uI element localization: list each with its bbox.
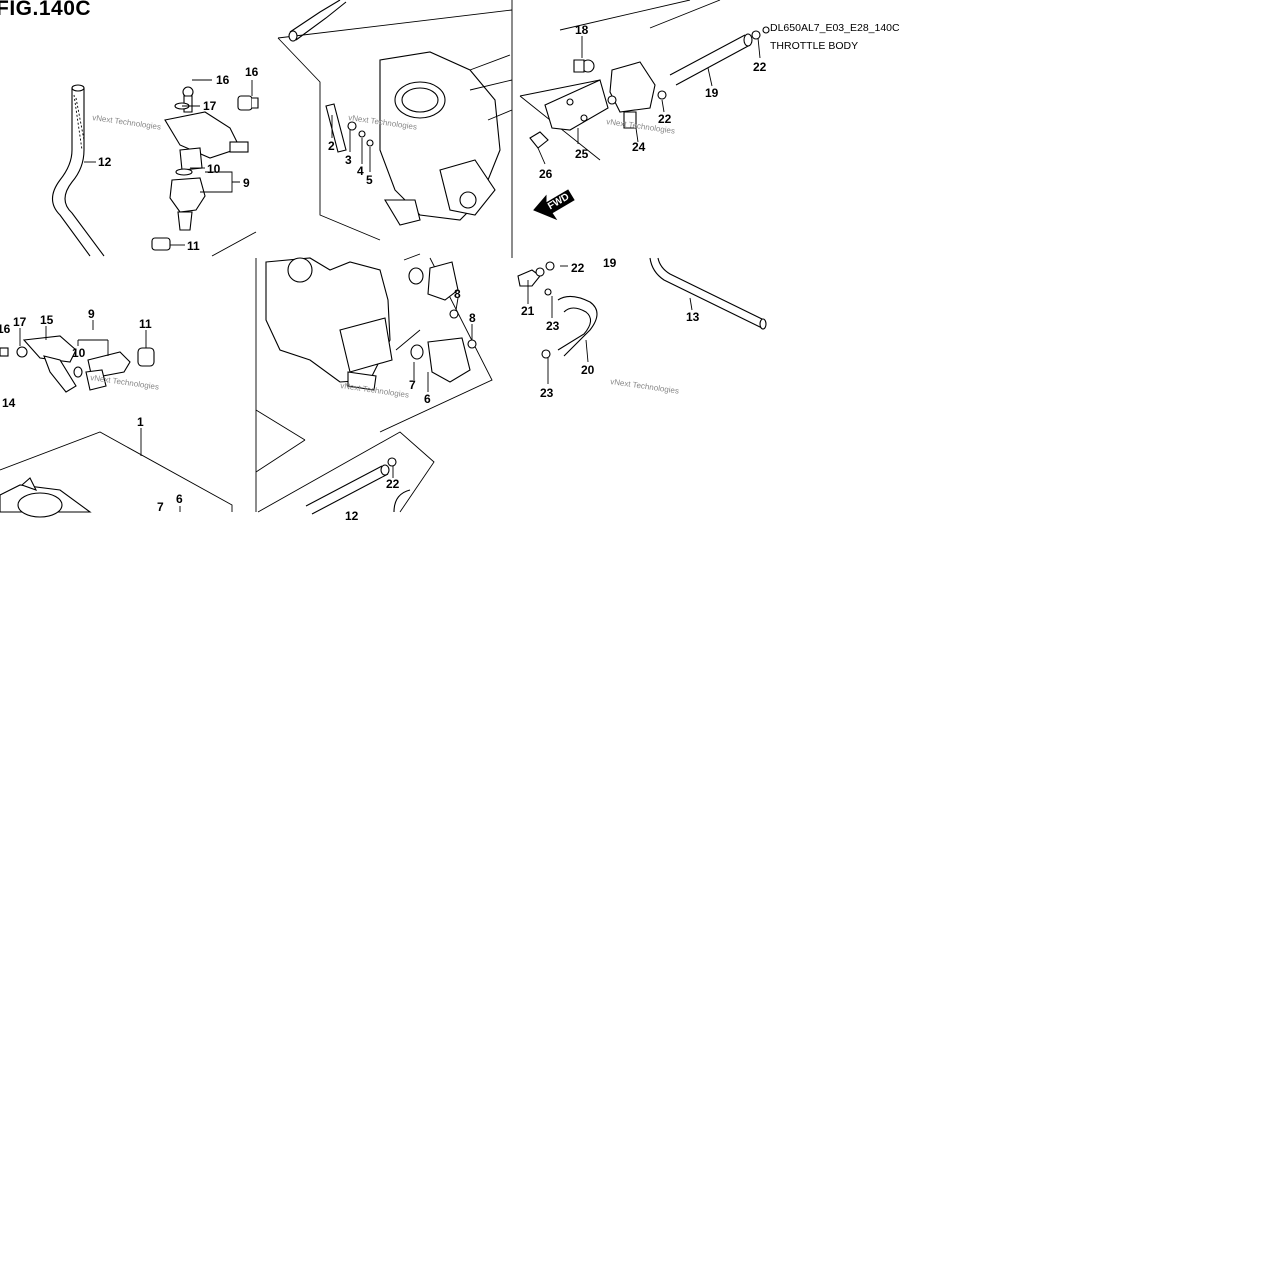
callout-15: 15 bbox=[40, 313, 54, 327]
callout-1: 1 bbox=[137, 415, 144, 429]
section-title: THROTTLE BODY bbox=[770, 40, 859, 52]
callout-11: 11 bbox=[187, 239, 200, 253]
injector-assembly-lower bbox=[0, 335, 155, 393]
callout-18: 18 bbox=[575, 23, 589, 37]
callout-22: 22 bbox=[386, 477, 400, 491]
callout-23: 23 bbox=[546, 319, 560, 333]
callout-24: 24 bbox=[632, 140, 646, 154]
callout-17: 17 bbox=[13, 315, 27, 329]
callout-4: 4 bbox=[357, 164, 364, 178]
injector-9-top bbox=[151, 168, 206, 251]
callout-9: 9 bbox=[243, 176, 250, 190]
callout-labels: 16 16 17 12 10 9 11 2 3 4 5 18 22 19 22 … bbox=[0, 23, 767, 523]
solenoid-assembly bbox=[529, 26, 770, 149]
callout-9: 9 bbox=[88, 307, 95, 321]
watermark: vNext Technologies bbox=[92, 113, 162, 132]
callout-23: 23 bbox=[540, 386, 554, 400]
callout-17: 17 bbox=[203, 99, 217, 113]
callout-14: 14 bbox=[2, 396, 16, 410]
figure-title: FIG.140C bbox=[0, 0, 92, 20]
callout-12: 12 bbox=[98, 155, 112, 169]
callout-3: 3 bbox=[345, 153, 352, 167]
callout-16: 16 bbox=[0, 322, 11, 336]
callout-26: 26 bbox=[539, 167, 553, 181]
callout-25: 25 bbox=[575, 147, 589, 161]
callout-8: 8 bbox=[454, 287, 461, 301]
part-16b bbox=[237, 95, 259, 111]
callout-7: 7 bbox=[157, 500, 164, 514]
callout-10: 10 bbox=[72, 346, 86, 360]
callout-6: 6 bbox=[424, 392, 431, 406]
fwd-arrow: FWD bbox=[533, 189, 575, 221]
callout-2: 2 bbox=[328, 139, 335, 153]
leader-lines bbox=[19, 36, 761, 512]
callout-5: 5 bbox=[366, 173, 373, 187]
callout-22: 22 bbox=[571, 261, 585, 275]
panel-frames bbox=[0, 0, 721, 513]
hose-12-bottom bbox=[305, 457, 411, 515]
callout-6: 6 bbox=[176, 492, 183, 506]
throttle-body-bottom bbox=[0, 477, 92, 518]
callout-21: 21 bbox=[521, 304, 535, 318]
callout-22: 22 bbox=[658, 112, 672, 126]
callout-8: 8 bbox=[469, 311, 476, 325]
callout-7: 7 bbox=[409, 378, 416, 392]
fuel-hose-12 bbox=[51, 84, 105, 257]
hoses-middle-right bbox=[517, 257, 767, 359]
callout-11: 11 bbox=[139, 317, 152, 331]
callout-16: 16 bbox=[245, 65, 259, 79]
watermark: vNext Technologies bbox=[90, 373, 160, 392]
callout-12: 12 bbox=[345, 509, 359, 523]
fuel-rail-bracket bbox=[164, 86, 249, 171]
watermark: vNext Technologies bbox=[610, 377, 680, 396]
callout-13: 13 bbox=[686, 310, 700, 324]
throttle-body-top bbox=[288, 0, 513, 226]
diagram-code: DL650AL7_E03_E28_140C bbox=[770, 22, 900, 34]
sensor-assembly bbox=[265, 253, 477, 391]
callout-19: 19 bbox=[705, 86, 719, 100]
callout-19: 19 bbox=[603, 256, 617, 270]
callout-10: 10 bbox=[207, 162, 221, 176]
callout-22: 22 bbox=[753, 60, 767, 74]
callout-20: 20 bbox=[581, 363, 595, 377]
callout-16: 16 bbox=[216, 73, 230, 87]
